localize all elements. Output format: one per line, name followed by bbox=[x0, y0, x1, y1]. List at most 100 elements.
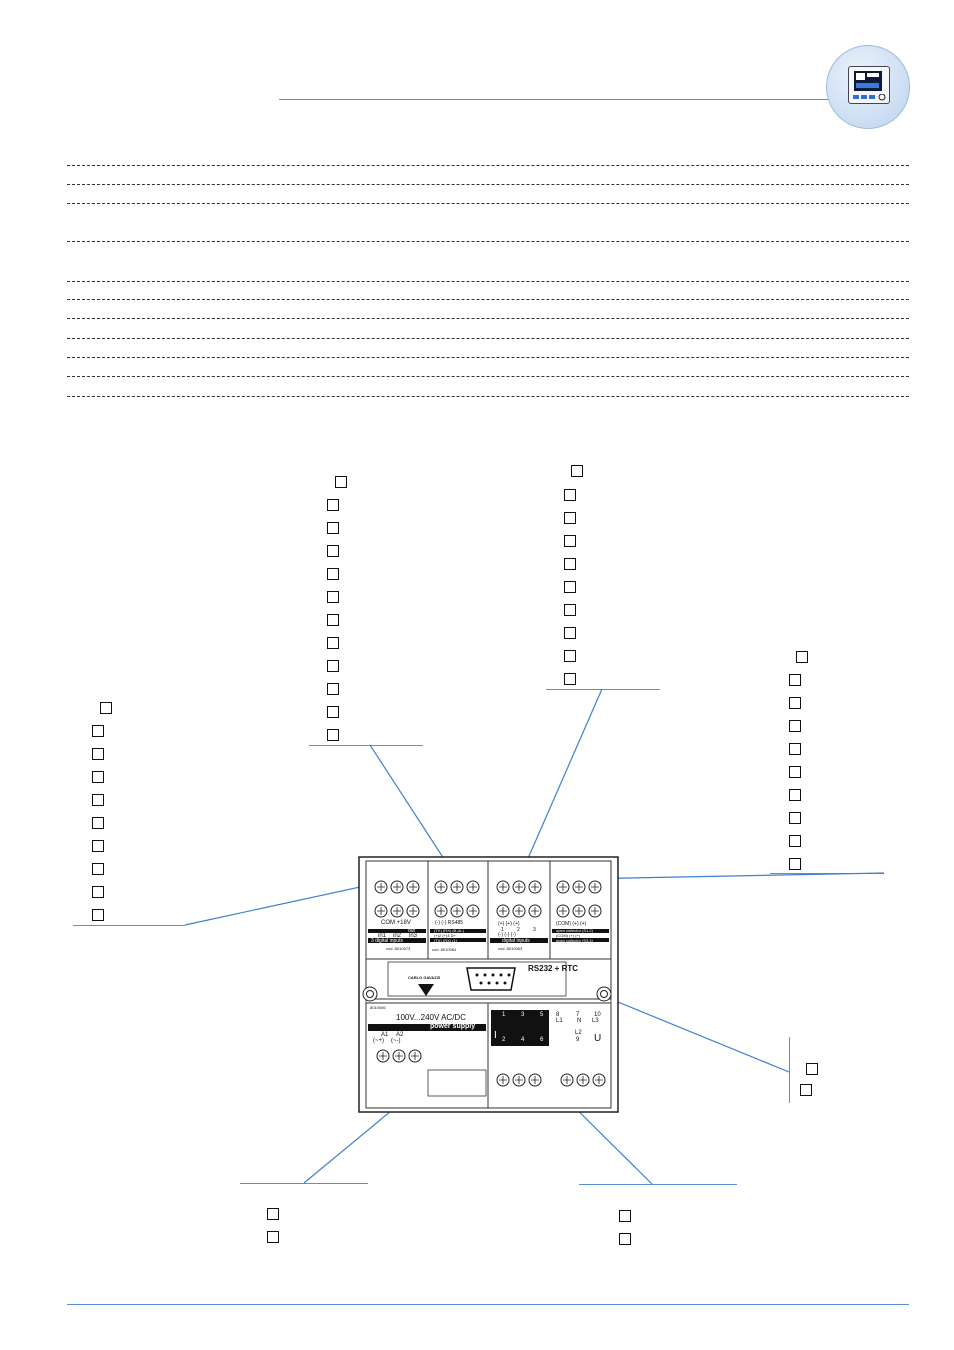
option-checkbox[interactable] bbox=[92, 886, 104, 898]
power-terminal-sign: (~+) bbox=[373, 1038, 385, 1044]
option-checkbox[interactable] bbox=[806, 1063, 818, 1075]
monitor-buttons bbox=[853, 94, 886, 101]
option-checkbox[interactable] bbox=[800, 1084, 812, 1096]
option-checkbox[interactable] bbox=[100, 702, 112, 714]
power-terminal-a2: A2 bbox=[396, 1032, 404, 1038]
voltage-label: L1 bbox=[556, 1018, 563, 1024]
option-checkbox[interactable] bbox=[92, 863, 104, 875]
digital-input-3: in3 bbox=[409, 933, 418, 939]
callout-underline bbox=[73, 925, 185, 926]
option-checkbox[interactable] bbox=[564, 512, 576, 524]
table-divider bbox=[67, 184, 909, 185]
option-checkbox[interactable] bbox=[619, 1233, 631, 1245]
voltage-terminal-number: 7 bbox=[576, 1012, 580, 1018]
option-checkbox[interactable] bbox=[92, 771, 104, 783]
option-checkbox[interactable] bbox=[564, 535, 576, 547]
option-checkbox[interactable] bbox=[619, 1210, 631, 1222]
power-supply-caption: power supply bbox=[430, 1023, 476, 1030]
option-checkbox[interactable] bbox=[571, 465, 583, 477]
option-checkbox[interactable] bbox=[327, 591, 339, 603]
voltage-terminal-number: 9 bbox=[576, 1037, 580, 1043]
option-checkbox[interactable] bbox=[327, 522, 339, 534]
digital-inputs-part-no: cod. 8010073 bbox=[386, 946, 411, 951]
voltage-label: L3 bbox=[592, 1018, 599, 1024]
digital-input-1: in1 bbox=[378, 933, 387, 939]
option-checkbox[interactable] bbox=[789, 858, 801, 870]
option-checkbox[interactable] bbox=[789, 720, 801, 732]
open-collector-header: (COM) (+) (+) bbox=[556, 921, 587, 927]
current-terminal-number: 4 bbox=[521, 1037, 525, 1043]
option-checkbox[interactable] bbox=[796, 651, 808, 663]
callout-underline bbox=[546, 689, 660, 690]
option-checkbox[interactable] bbox=[327, 637, 339, 649]
option-checkbox[interactable] bbox=[564, 604, 576, 616]
table-divider bbox=[67, 396, 909, 397]
open-collector-row: (COM) (+) (+) bbox=[556, 933, 581, 938]
option-checkbox[interactable] bbox=[327, 706, 339, 718]
digital-inputs-2-caption: digital inputs bbox=[502, 938, 530, 944]
rs485-part-no: cod. 8010064 bbox=[432, 947, 457, 952]
current-terminal-number: 3 bbox=[521, 1012, 525, 1018]
rs485-header: (-) (-) RS485 bbox=[435, 920, 464, 926]
voltage-label: L2 bbox=[575, 1030, 582, 1036]
option-checkbox[interactable] bbox=[327, 568, 339, 580]
digital-inputs-2-number: 3 bbox=[533, 927, 536, 933]
option-checkbox[interactable] bbox=[92, 748, 104, 760]
power-terminal-a1: A1 bbox=[381, 1032, 389, 1038]
current-terminal-number: 2 bbox=[502, 1037, 506, 1043]
voltage-terminal-number: 10 bbox=[594, 1012, 601, 1018]
option-checkbox[interactable] bbox=[789, 789, 801, 801]
option-checkbox[interactable] bbox=[789, 697, 801, 709]
table-divider bbox=[67, 165, 909, 166]
power-terminal-sign: (~-) bbox=[391, 1038, 401, 1044]
option-checkbox[interactable] bbox=[327, 660, 339, 672]
footer-rule bbox=[67, 1304, 909, 1305]
power-supply-part-no: 8010056 bbox=[370, 1005, 386, 1010]
callout-underline bbox=[770, 873, 884, 874]
option-checkbox[interactable] bbox=[564, 673, 576, 685]
option-checkbox[interactable] bbox=[327, 683, 339, 695]
option-checkbox[interactable] bbox=[92, 794, 104, 806]
digital-inputs-subheader: out bbox=[408, 928, 415, 934]
option-checkbox[interactable] bbox=[789, 835, 801, 847]
option-checkbox[interactable] bbox=[327, 614, 339, 626]
digital-input-2: in2 bbox=[393, 933, 402, 939]
open-collector-row: open collector (S3,4) bbox=[556, 938, 593, 943]
option-checkbox[interactable] bbox=[327, 729, 339, 741]
voltage-unit: U bbox=[594, 1033, 602, 1044]
power-supply-voltage: 100V...240V AC/DC bbox=[396, 1013, 466, 1022]
option-checkbox[interactable] bbox=[92, 840, 104, 852]
option-checkbox[interactable] bbox=[92, 909, 104, 921]
callout-underline bbox=[240, 1183, 368, 1184]
screen-graphic bbox=[856, 73, 879, 88]
current-terminal-number: 5 bbox=[540, 1012, 544, 1018]
option-checkbox[interactable] bbox=[564, 558, 576, 570]
voltage-label: N bbox=[577, 1018, 582, 1024]
option-checkbox[interactable] bbox=[564, 489, 576, 501]
option-checkbox[interactable] bbox=[564, 627, 576, 639]
option-checkbox[interactable] bbox=[564, 650, 576, 662]
table-divider bbox=[67, 376, 909, 377]
callout-bracket bbox=[789, 1037, 790, 1103]
current-terminal-number: 6 bbox=[540, 1037, 544, 1043]
option-checkbox[interactable] bbox=[789, 674, 801, 686]
rs485-row: (TX) (RX) (B-|A-) bbox=[434, 928, 464, 933]
option-checkbox[interactable] bbox=[327, 545, 339, 557]
option-checkbox[interactable] bbox=[267, 1231, 279, 1243]
option-checkbox[interactable] bbox=[327, 499, 339, 511]
option-checkbox[interactable] bbox=[335, 476, 347, 488]
rs485-row: (TX) (RX) (1) bbox=[434, 938, 458, 943]
table-divider bbox=[67, 241, 909, 242]
digital-inputs-2-footer: (-) (-) (-) bbox=[498, 932, 516, 938]
option-checkbox[interactable] bbox=[92, 817, 104, 829]
option-checkbox[interactable] bbox=[789, 766, 801, 778]
option-checkbox[interactable] bbox=[789, 812, 801, 824]
open-collector-row: open collector (S1,2) bbox=[556, 928, 593, 933]
option-checkbox[interactable] bbox=[267, 1208, 279, 1220]
option-checkbox[interactable] bbox=[92, 725, 104, 737]
callout-underline bbox=[309, 745, 423, 746]
digital-inputs-2-number: 2 bbox=[517, 927, 520, 933]
brand-logo-text: CARLO GAVAZZI bbox=[408, 975, 441, 980]
option-checkbox[interactable] bbox=[564, 581, 576, 593]
option-checkbox[interactable] bbox=[789, 743, 801, 755]
